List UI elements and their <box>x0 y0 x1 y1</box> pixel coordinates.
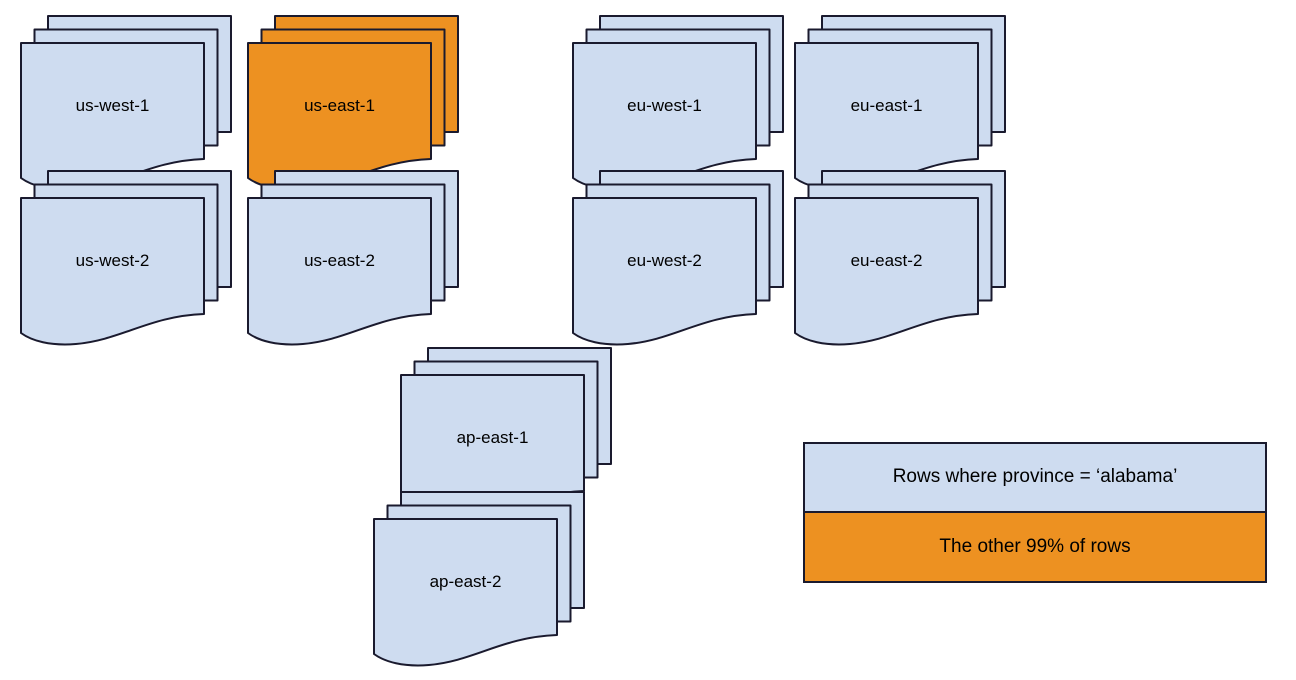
region-stack-eu-west-1[interactable]: eu-west-1 <box>572 15 793 191</box>
document-sheet-layer-3 <box>20 197 205 346</box>
legend-row-other-rows: The other 99% of rows <box>805 512 1265 581</box>
legend: Rows where province = ‘alabama’ The othe… <box>803 442 1267 583</box>
region-stack-eu-east-1[interactable]: eu-east-1 <box>794 15 1015 191</box>
document-sheet-layer-3 <box>247 42 432 191</box>
document-sheet-layer-3 <box>794 197 979 346</box>
region-stack-eu-east-2[interactable]: eu-east-2 <box>794 170 1015 346</box>
document-sheet-layer-3 <box>572 42 757 191</box>
document-sheet-layer-3 <box>20 42 205 191</box>
legend-label-other-rows: The other 99% of rows <box>939 535 1131 557</box>
document-sheet-layer-3 <box>373 518 558 667</box>
region-stack-ap-east-1[interactable]: ap-east-1 <box>400 347 621 523</box>
document-sheet-layer-3 <box>247 197 432 346</box>
region-stack-us-west-2[interactable]: us-west-2 <box>20 170 241 346</box>
region-stack-us-west-1[interactable]: us-west-1 <box>20 15 241 191</box>
document-sheet-layer-3 <box>794 42 979 191</box>
region-stack-us-east-2[interactable]: us-east-2 <box>247 170 468 346</box>
legend-row-alabama-rows: Rows where province = ‘alabama’ <box>805 444 1265 513</box>
region-stack-eu-west-2[interactable]: eu-west-2 <box>572 170 793 346</box>
document-sheet-layer-3 <box>572 197 757 346</box>
region-stack-ap-east-2[interactable]: ap-east-2 <box>373 491 594 667</box>
region-stack-us-east-1[interactable]: us-east-1 <box>247 15 468 191</box>
legend-label-alabama-rows: Rows where province = ‘alabama’ <box>892 466 1178 488</box>
